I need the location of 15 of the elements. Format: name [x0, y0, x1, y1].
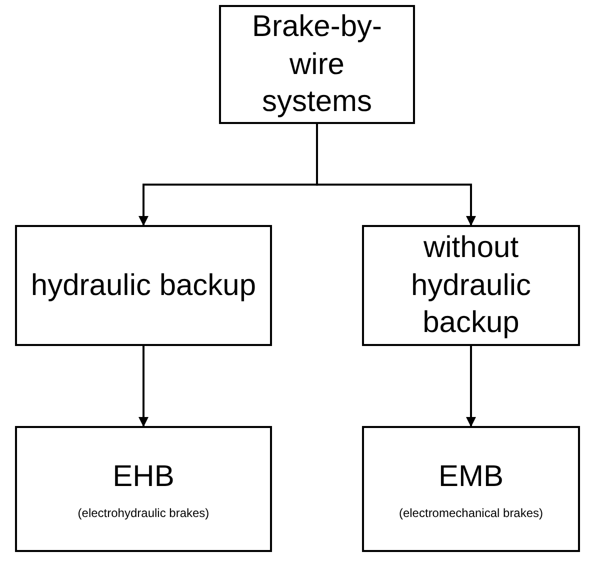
node-title: hydraulic backup: [30, 268, 256, 304]
text-box: [15, 225, 272, 346]
text-box: [15, 426, 272, 552]
node-title: EMB: [438, 459, 504, 496]
node-title: Brake-by-wire systems: [250, 9, 384, 120]
node-subtitle: (electrohydraulic brakes): [78, 506, 210, 520]
arrow: [466, 346, 476, 427]
node-subtitle: (electromechanical brakes): [398, 506, 544, 520]
node-title: EHB: [112, 459, 174, 496]
node-title: without hydraulic backup: [410, 230, 532, 342]
text-box: [219, 5, 415, 124]
text-box: [362, 426, 580, 552]
arrow: [138, 346, 148, 427]
text-box: [362, 225, 580, 346]
arrow: [316, 124, 476, 226]
